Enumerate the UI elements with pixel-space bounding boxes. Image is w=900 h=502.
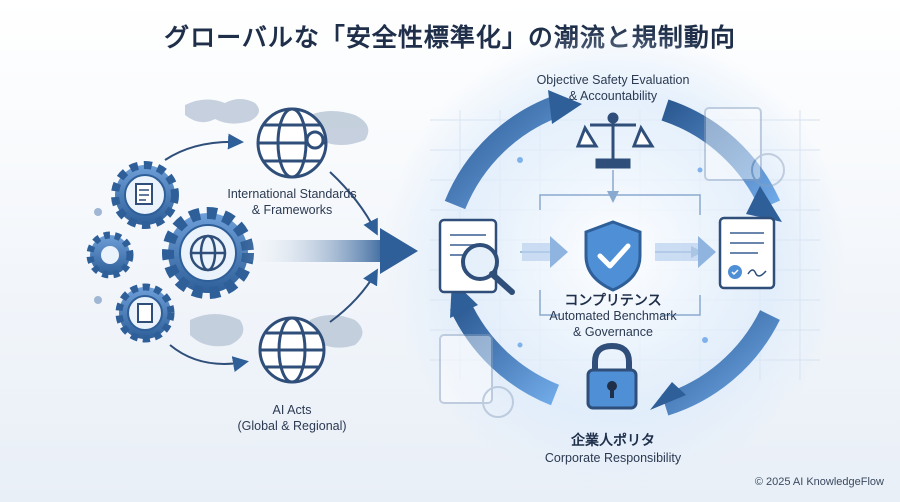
- label-line: & Accountability: [568, 89, 658, 103]
- sparkle-decoration: [517, 157, 708, 348]
- globe-icon: [258, 316, 326, 384]
- magnifier-document-icon: [438, 218, 515, 295]
- label-objective-eval: Objective Safety Evaluation & Accountabi…: [503, 72, 723, 104]
- inner-arrow-bar: [655, 243, 700, 261]
- label-line: & Governance: [573, 325, 653, 339]
- shield-check-icon: [584, 220, 642, 292]
- label-ai-acts: AI Acts (Global & Regional): [222, 402, 362, 434]
- scales-icon: [575, 112, 655, 169]
- label-line: International Standards: [227, 187, 357, 201]
- label-intl-standards: International Standards & Frameworks: [222, 186, 362, 218]
- arrow-right-icon: [240, 228, 418, 274]
- gear-file-icon: [115, 283, 175, 343]
- certificate-icon: [718, 216, 776, 290]
- padlock-icon: [586, 342, 638, 410]
- connector-arrows: [164, 133, 378, 372]
- label-corporate-en: Corporate Responsibility: [544, 451, 682, 465]
- label-line: (Global & Regional): [237, 419, 347, 433]
- background-documents: [439, 107, 785, 418]
- label-line: AI Acts: [272, 403, 312, 417]
- gear-document-icon: [111, 161, 179, 229]
- label-line: & Frameworks: [251, 203, 333, 217]
- globe-icon: [256, 107, 328, 179]
- label-competence-jp: コンプリテンス: [564, 293, 662, 309]
- copyright: © 2025 AI KnowledgeFlow: [754, 476, 884, 488]
- gear-plain-icon: [86, 231, 134, 279]
- arrow-right-icon: [550, 236, 568, 268]
- label-competence-en: Automated Benchmark & Governance: [533, 308, 693, 340]
- arrow-right-icon: [698, 236, 716, 268]
- gear-globe-icon: [162, 207, 254, 299]
- label-line: Automated Benchmark: [549, 309, 677, 323]
- label-line: Objective Safety Evaluation: [536, 73, 690, 87]
- inner-arrow-bar: [522, 243, 552, 261]
- dot-decoration: [94, 208, 102, 304]
- label-corporate-jp: 企業人ポリタ: [571, 433, 655, 449]
